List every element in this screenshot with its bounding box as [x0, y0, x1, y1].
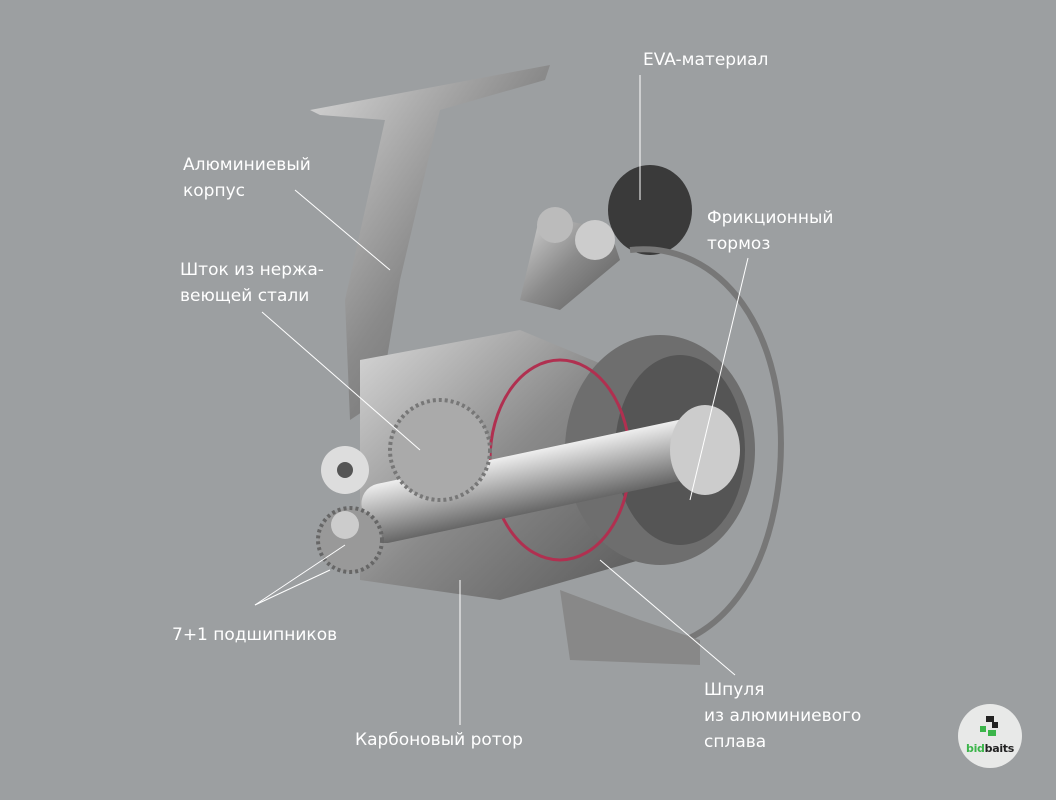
label-rotor: Карбоновый ротор	[355, 730, 523, 750]
label-line: сплава	[704, 732, 767, 752]
label-shaft: Шток из нержа- веющей стали	[180, 257, 324, 309]
label-eva-material: EVA-материал	[643, 50, 769, 70]
bail-wire	[629, 246, 784, 653]
eva-knob	[608, 165, 692, 255]
label-line: Шток из нержа-	[180, 260, 324, 280]
label-spool: Шпуля из алюминиевого сплава	[704, 677, 861, 755]
bidbaits-logo: bidbaits	[958, 704, 1022, 768]
logo-text-baits: baits	[984, 742, 1015, 755]
label-line: Алюминиевый	[183, 155, 311, 175]
label-line: Фрикционный	[707, 208, 834, 228]
label-aluminum-body: Алюминиевый корпус	[183, 152, 311, 204]
leader-lines	[254, 75, 749, 725]
logo-text: bidbaits	[958, 742, 1022, 755]
reel-foot	[310, 65, 550, 420]
handle-arm	[520, 207, 620, 310]
label-drag: Фрикционный тормоз	[707, 205, 833, 257]
label-line: Шпуля	[704, 680, 765, 700]
logo-mark-icon	[980, 716, 998, 736]
label-line: из алюминиевого	[704, 706, 862, 726]
gears	[316, 398, 492, 574]
label-line: тормоз	[707, 234, 771, 254]
label-line: корпус	[183, 181, 245, 201]
label-line: веющей стали	[180, 286, 310, 306]
logo-text-bid: bid	[966, 742, 985, 755]
label-bearings: 7+1 подшипников	[172, 625, 338, 645]
main-shaft	[361, 405, 740, 544]
